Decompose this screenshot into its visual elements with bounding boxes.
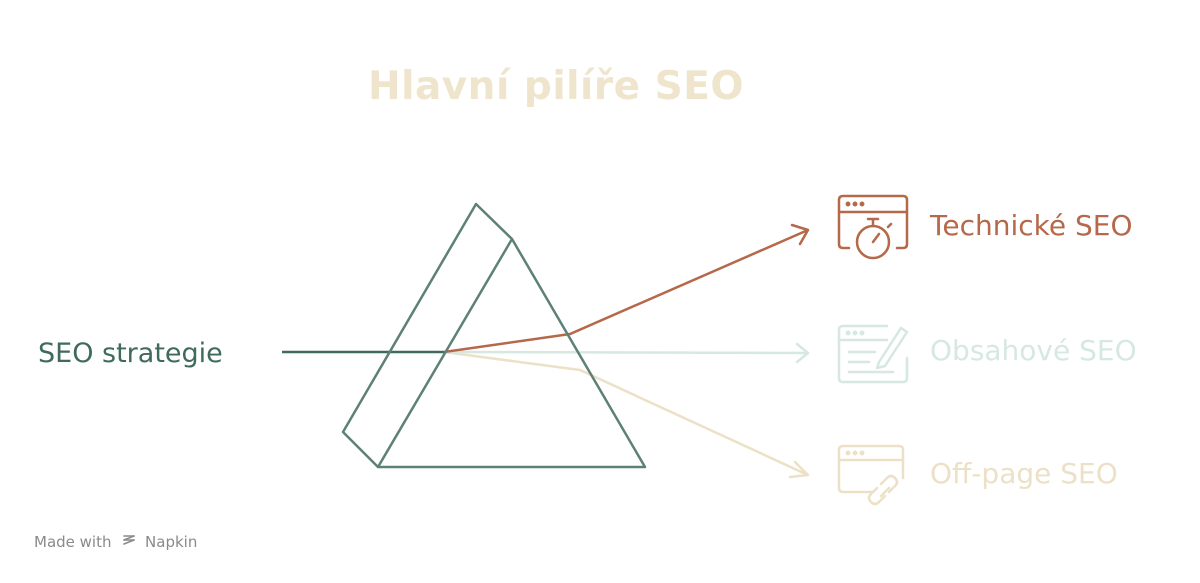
arrowhead-obsahove <box>795 342 810 364</box>
prism <box>341 202 647 469</box>
beam-off-page <box>443 350 809 477</box>
beam-technicke <box>443 228 809 354</box>
napkin-logo-icon <box>120 533 138 551</box>
browser-stopwatch-icon <box>835 192 913 264</box>
made-with-footer[interactable]: Made with Napkin <box>34 533 197 551</box>
browser-link-icon <box>835 440 913 512</box>
output-label-technicke: Technické SEO <box>930 209 1133 242</box>
document-edit-icon <box>835 318 913 390</box>
beam-obsahove <box>443 350 809 355</box>
diagram-title: Hlavní pilíře SEO <box>367 64 745 109</box>
arrowhead-off-page <box>788 460 810 479</box>
output-label-obsahove: Obsahové SEO <box>930 334 1137 367</box>
footer-brand: Napkin <box>145 533 198 551</box>
output-label-off-page: Off-page SEO <box>930 457 1118 490</box>
arrowhead-technicke <box>790 223 810 246</box>
footer-prefix: Made with <box>34 533 112 551</box>
source-label: SEO strategie <box>38 338 223 369</box>
